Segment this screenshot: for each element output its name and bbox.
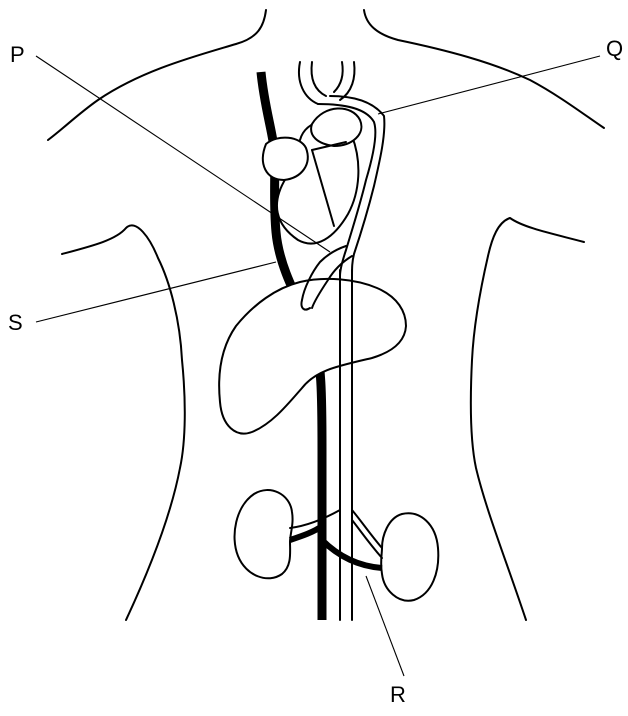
neck-right <box>364 10 604 128</box>
leader-s <box>36 262 276 322</box>
label-q: Q <box>606 36 623 61</box>
label-p: P <box>10 42 25 67</box>
renal-vessels <box>290 510 382 568</box>
torso-right <box>471 218 584 620</box>
right-kidney <box>381 513 438 600</box>
label-r: R <box>390 682 406 707</box>
neck-left <box>48 10 266 140</box>
torso-left <box>62 225 185 620</box>
label-s: S <box>8 310 23 335</box>
liver <box>219 279 406 434</box>
left-kidney <box>235 490 293 578</box>
